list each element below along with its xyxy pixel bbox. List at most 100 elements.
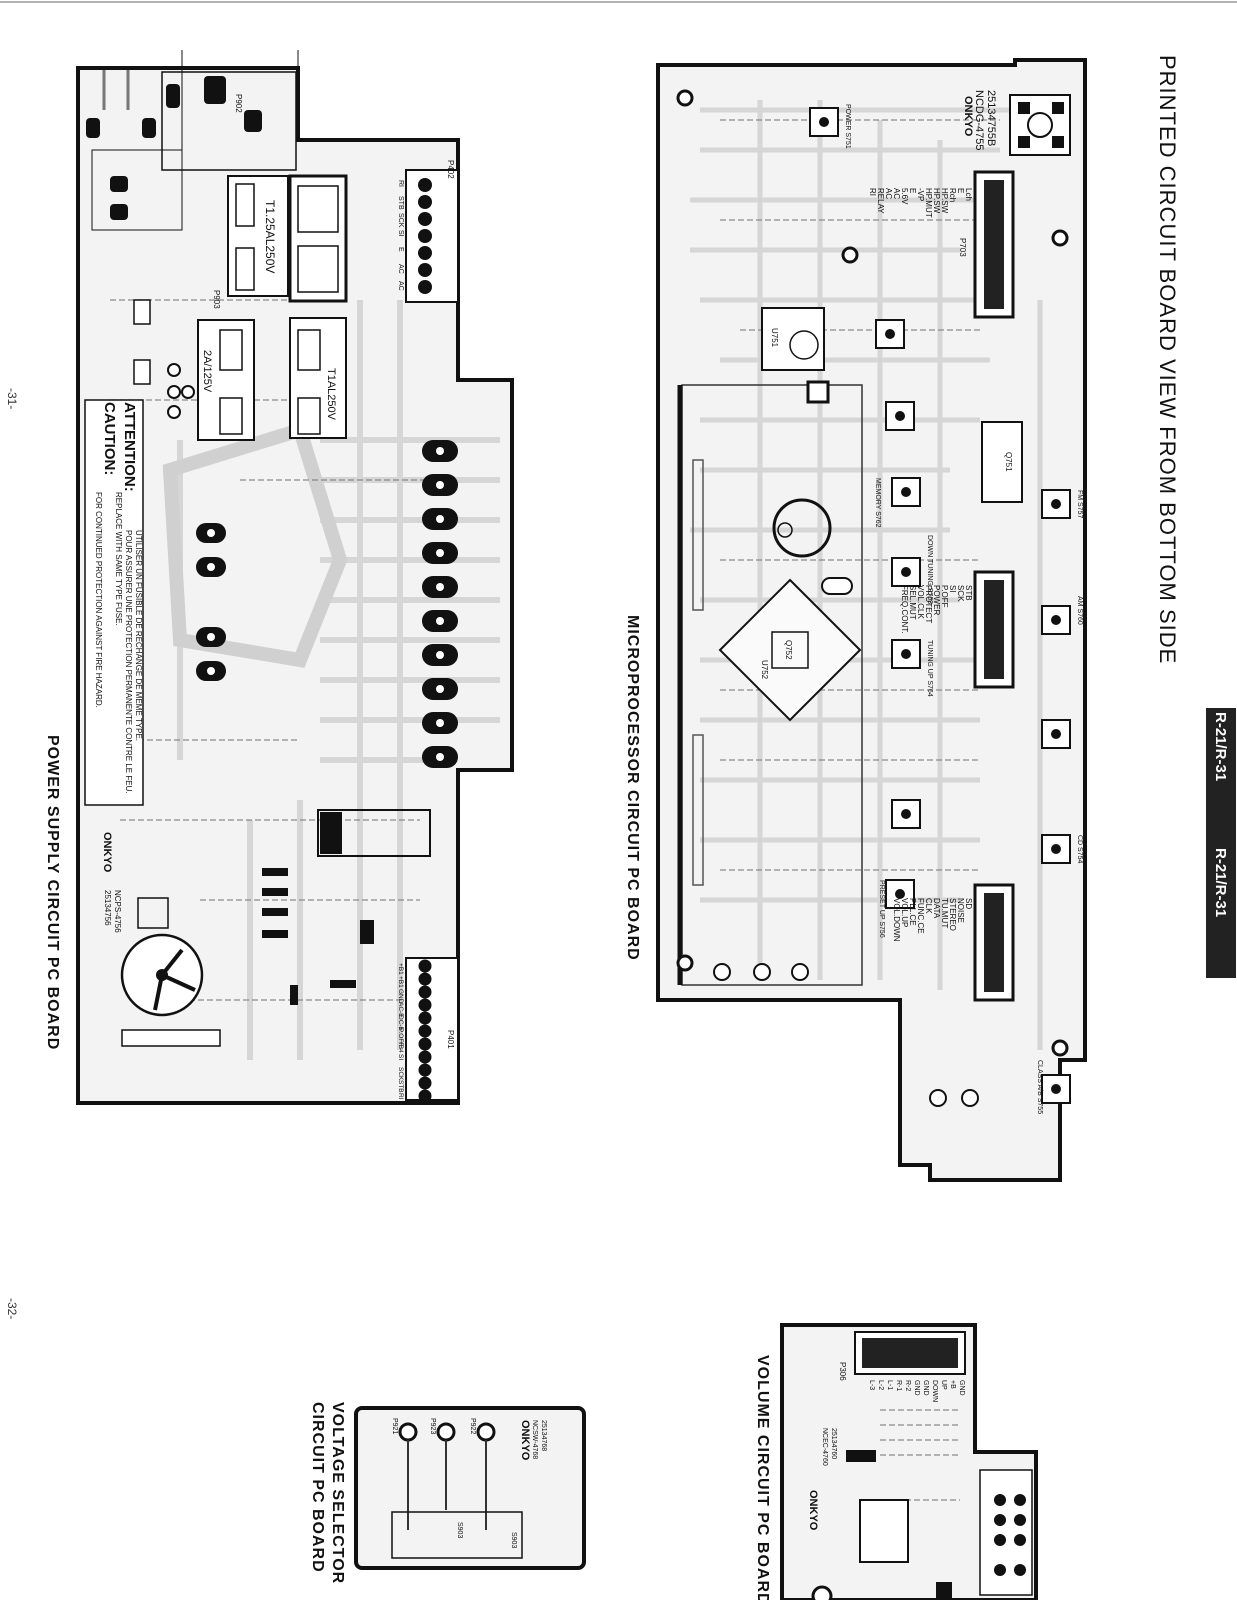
connector-p306-label: P306 (838, 1362, 847, 1381)
svg-text:SCK: SCK (397, 1067, 404, 1081)
ic-label: U752 (760, 660, 769, 680)
svg-text:P.OFF: P.OFF (397, 1028, 404, 1046)
connector-p401 (405, 957, 459, 1101)
vs-caption-2: CIRCUIT PC BOARD (309, 1402, 326, 1573)
svg-text:NOISE: NOISE (956, 898, 965, 923)
switch-label: PRESET UP S756 (878, 880, 885, 938)
page-number-right: -32- (5, 1298, 19, 1319)
svg-text:+B1: +B1 (397, 976, 404, 988)
svg-text:HP.SW: HP.SW (932, 188, 941, 214)
mount-hole (841, 246, 859, 264)
svg-text:Rch: Rch (948, 188, 957, 202)
svg-text:+B4: +B4 (397, 1041, 404, 1053)
ic-u751 (761, 307, 825, 371)
svg-text:AC: AC (892, 188, 901, 199)
svg-text:AC: AC (884, 188, 893, 199)
caution-box (84, 399, 144, 806)
caution-text-2: FOR CONTINUED PROTECTION AGAINST FIRE HA… (94, 492, 103, 708)
power-supply-board: T1.25AL250V 2A/125V T1AL250V P402 RI STB… (44, 50, 514, 1105)
svg-text:STB: STB (964, 585, 973, 601)
pins-top-list: Lch E Rch HP.SW HP.SW HP.MUT -VP E 5.6V … (868, 188, 973, 218)
svg-text:SI: SI (948, 585, 957, 593)
svg-text:DOWN: DOWN (931, 1380, 938, 1402)
svg-text:-VP: -VP (916, 188, 925, 201)
micro-brand: ONKYO (962, 96, 974, 137)
model-tag-2: R-21/R-31 (1212, 848, 1229, 917)
svg-text:AC-E: AC-E (397, 1002, 404, 1018)
power-brand: ONKYO (101, 832, 113, 873)
svg-text:GND: GND (397, 989, 404, 1004)
svg-text:FREQ.CONT.: FREQ.CONT. (900, 585, 909, 633)
svg-text:E: E (956, 188, 965, 193)
vs-connector-label: P922 (469, 1418, 476, 1434)
tact-switch (891, 799, 921, 829)
svg-text:VOL.DOWN: VOL.DOWN (892, 898, 901, 942)
switch-label: CD S754 (1076, 835, 1083, 864)
ic-label: Q752 (784, 640, 793, 660)
svg-text:SEL.MUT: SEL.MUT (908, 585, 917, 620)
svg-text:P.OFF: P.OFF (940, 585, 949, 608)
power-pcb-number: NCPS-4756 (113, 890, 122, 933)
power-supply-board-outline (76, 66, 514, 1105)
svg-text:STB: STB (397, 196, 404, 210)
switch-label: POWER S751 (844, 104, 851, 149)
ic-q751 (981, 421, 1023, 503)
svg-text:GND: GND (922, 1380, 929, 1396)
volume-caption: VOLUME CIRCUIT PC BOARD (754, 1355, 771, 1600)
volume-board: P306 GND +B UP DOWN GND GND R-2 R-1 L-1 … (754, 1323, 1038, 1600)
svg-text:RELAY: RELAY (876, 188, 885, 214)
vs-pcb-number: NCSW-4768 (531, 1420, 538, 1459)
svg-text:FUNC.CE: FUNC.CE (916, 898, 925, 934)
svg-text:HP.MUT: HP.MUT (924, 188, 933, 218)
connector-p902-label: P902 (234, 94, 243, 113)
svg-text:E: E (908, 188, 917, 193)
main-title: PRINTED CIRCUIT BOARD VIEW FROM BOTTOM S… (1155, 55, 1180, 664)
power-supply-caption: POWER SUPPLY CIRCUIT PC BOARD (44, 735, 61, 1050)
switch-label: DOWN TUNING S763 (926, 535, 933, 604)
svg-text:STEREO: STEREO (948, 898, 957, 931)
svg-text:UP: UP (940, 1380, 947, 1390)
microprocessor-board: P703 (624, 58, 1087, 1182)
vs-part-number: 25134768 (540, 1420, 547, 1451)
connector-p703-label: P703 (958, 238, 967, 257)
power-part-number: 25134756 (103, 890, 112, 926)
svg-text:GND: GND (958, 1380, 965, 1396)
page-number-left: -31- (5, 388, 19, 409)
micro-part-number: 25134755B (985, 90, 997, 146)
svg-text:POWER: POWER (932, 585, 941, 615)
volume-pcb-number: NCEC-4760 (821, 1428, 828, 1466)
mount-hole (676, 954, 694, 972)
svg-text:RI: RI (868, 188, 877, 196)
svg-text:VOL.UP: VOL.UP (900, 898, 909, 927)
attention-text-2: POUR ASSURER UNE PROTECTION PERMANENTE C… (124, 530, 133, 794)
svg-text:RI: RI (397, 180, 404, 187)
svg-text:GND: GND (913, 1380, 920, 1396)
svg-text:R-2: R-2 (904, 1380, 911, 1391)
switch-label: MEMORY S762 (874, 478, 881, 528)
svg-text:PROTECT: PROTECT (924, 585, 933, 623)
ic-label: U751 (770, 328, 779, 348)
mount-hole (1051, 229, 1069, 247)
attention-heading: ATTENTION: (121, 402, 138, 492)
svg-text:R-1: R-1 (895, 1380, 902, 1391)
pins-bottom-list: SD NOISE STEREO TU.MUT DATA CLK FUNC.CE … (892, 898, 973, 942)
svg-text:DC-E: DC-E (397, 1015, 404, 1032)
voltage-selector-outline (354, 1406, 586, 1570)
connector-p402-label: P402 (446, 160, 455, 179)
svg-text:HP.SW: HP.SW (940, 188, 949, 214)
mount-hole (676, 89, 694, 107)
p902-box (161, 71, 297, 171)
connector-p903-label: P903 (212, 290, 221, 309)
svg-text:RI: RI (397, 1093, 404, 1100)
svg-text:+B: +B (949, 1380, 956, 1389)
volume-board-outline (780, 1323, 1038, 1600)
svg-text:SCK: SCK (956, 585, 965, 602)
volume-part-number: 25134760 (830, 1428, 837, 1459)
tact-switch (809, 107, 839, 137)
vs-brand: ONKYO (519, 1420, 531, 1461)
svg-text:PLL.CE: PLL.CE (908, 898, 917, 926)
svg-text:Lch: Lch (964, 188, 973, 201)
svg-text:SI: SI (397, 230, 404, 237)
svg-text:L-1: L-1 (886, 1380, 893, 1390)
fuse-label: T1AL250V (325, 368, 337, 421)
